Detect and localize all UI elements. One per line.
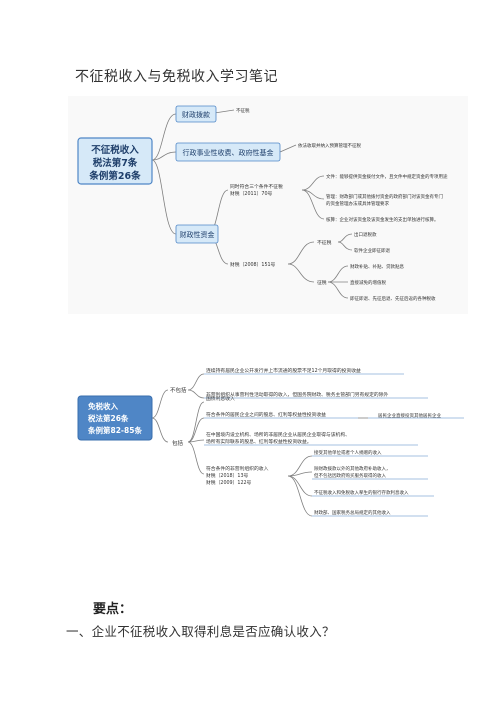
root-line-2: 税法第7条 xyxy=(93,157,138,169)
mind-map-tax-exempt: 免税收入 税法第26条 条例第82-85条 不包括 连续持有居民企业公开发行并上… xyxy=(68,366,468,560)
root2-line-3: 条例第82-85条 xyxy=(87,425,142,435)
nonresident-line-2: 场所有实际联系的股息、红利等权益性投资收益。 xyxy=(206,438,312,445)
root2-line-1: 免税收入 xyxy=(88,401,118,411)
tax-label: 征税 xyxy=(317,279,327,286)
root-line-3: 条例第26条 xyxy=(88,170,141,182)
root-line-1: 不征税收入 xyxy=(91,144,139,156)
nonprofit-line-1: 符合条件的非营利组织的收入 xyxy=(206,465,269,472)
nonresident-line-1: 在中国境内设立机构、场所的非居民企业从居民企业取得与该机构、 xyxy=(206,431,350,438)
nonprofit-line-2: 财税〔2018〕13号 xyxy=(206,472,248,479)
branch1-note: 不征税 xyxy=(236,107,250,114)
nonprofit-item-3: 不征税收入和免税收入孳生的银行存款利息收入 xyxy=(314,489,409,496)
tax-item-1: 财政补贴、补贴、贷款贴息 xyxy=(350,263,404,270)
condition-document: 文件：能够提供资金拨付文件，且文件中规定资金的专项用途 xyxy=(326,173,448,180)
nonprofit-item-4: 财政部、国家税务总局规定的其他收入 xyxy=(314,509,391,516)
not-tax-item-2: 软件企业即征即退 xyxy=(354,247,390,254)
root2-line-2: 税法第26条 xyxy=(88,413,129,423)
treasury-interest: 国债利息收入 xyxy=(206,395,235,402)
branch-fiscal-funds: 财政性资金 xyxy=(180,230,215,239)
dividend-note: 居民企业直接投资其他居民企业 xyxy=(378,412,441,419)
tax-item-2: 直接减免的增值税 xyxy=(350,279,386,286)
key-points-heading: 要点： xyxy=(93,602,133,617)
dividend-income: 符合条件的居民企业之间的股息、红利等权益性投资收益 xyxy=(206,411,326,418)
doc151: 财税〔2008〕151号 xyxy=(230,261,276,268)
doc70-line2: 财税〔2011〕70号 xyxy=(230,190,272,197)
branch-admin-fees: 行政事业性收费、政府性基金 xyxy=(183,148,274,157)
tax-item-3: 即征即退、先征后退、先征后返的各种税收 xyxy=(350,295,436,302)
nonprofit-line-3: 财税〔2009〕122号 xyxy=(206,479,252,486)
not-tax-label: 不征税 xyxy=(317,239,332,246)
condition-accounting: 核算：企业对该资金及该资金发生的支出单独进行核算。 xyxy=(326,216,439,223)
include-label: 包括 xyxy=(172,439,184,447)
doc70-line1: 同时符合三个条件不征税 xyxy=(230,183,283,190)
exclude-item-2: 非营利组织从事营利性活动取得的收入，但国务院财政、税务主管部门另有规定的除外 xyxy=(206,391,388,398)
page-title: 不征税收入与免税收入学习笔记 xyxy=(75,69,278,85)
nonprofit-item-1: 接受其他单位或者个人捐赠的收入 xyxy=(314,449,382,456)
branch-fiscal-appropriation: 财政拨款 xyxy=(182,110,210,119)
branch2-note: 依法收取并纳入预算管理不征税 xyxy=(298,142,361,149)
mind-map-non-taxable: 不征税收入 税法第7条 条例第26条 财政拨款 不征税 行政事业性收费、政府性基… xyxy=(68,96,468,314)
condition-management-1: 管理：财政部门或其他拨付资金的政府部门对该资金有专门 xyxy=(326,193,443,200)
question-1: 一、企业不征税收入取得利息是否应确认收入？ xyxy=(66,624,335,639)
nonprofit-item-2a: 除财政拨款以外的其他政府补助收入， xyxy=(314,465,391,472)
exclude-label: 不包括 xyxy=(170,386,187,394)
not-tax-item-1: 出口退税款 xyxy=(354,231,377,238)
condition-management-2: 的资金管理办法或具体管理要求 xyxy=(326,200,389,207)
exclude-item-1: 连续持有居民企业公开发行并上市流通的股票不足12个月取得的投资收益 xyxy=(206,367,361,374)
nonprofit-item-2b: 但不包括因政府购买服务取得的收入 xyxy=(314,472,386,479)
root-node xyxy=(77,137,153,185)
